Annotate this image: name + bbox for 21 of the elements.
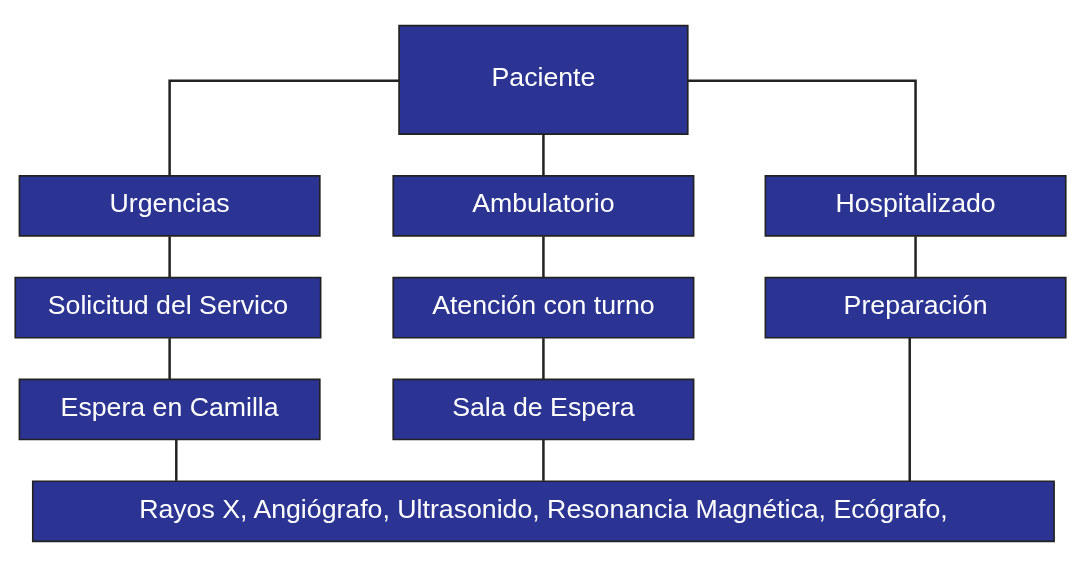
node-box: Espera en Camilla bbox=[18, 378, 321, 441]
connector bbox=[908, 337, 911, 482]
node-box: Paciente bbox=[398, 24, 689, 135]
connector bbox=[542, 236, 545, 278]
connector bbox=[542, 134, 545, 176]
connector bbox=[168, 338, 171, 379]
connector bbox=[542, 338, 545, 379]
node-box: Sala de Espera bbox=[392, 378, 695, 441]
node-box: Rayos X, Angiógrafo, Ultrasonido, Resonancia Magnética, Ecógrafo, bbox=[31, 480, 1055, 543]
node-box: Urgencias bbox=[18, 175, 321, 237]
connector bbox=[168, 236, 171, 278]
node-box: Ambulatorio bbox=[392, 175, 695, 237]
connector bbox=[542, 440, 545, 481]
node-box: Atención con turno bbox=[392, 276, 695, 339]
connector bbox=[687, 79, 917, 176]
node-box: Preparación bbox=[764, 276, 1067, 339]
node-box: Hospitalizado bbox=[764, 175, 1067, 237]
connector bbox=[168, 79, 399, 176]
node-box: Solicitud del Servico bbox=[14, 276, 322, 339]
connector bbox=[175, 440, 178, 481]
connector bbox=[914, 236, 917, 278]
